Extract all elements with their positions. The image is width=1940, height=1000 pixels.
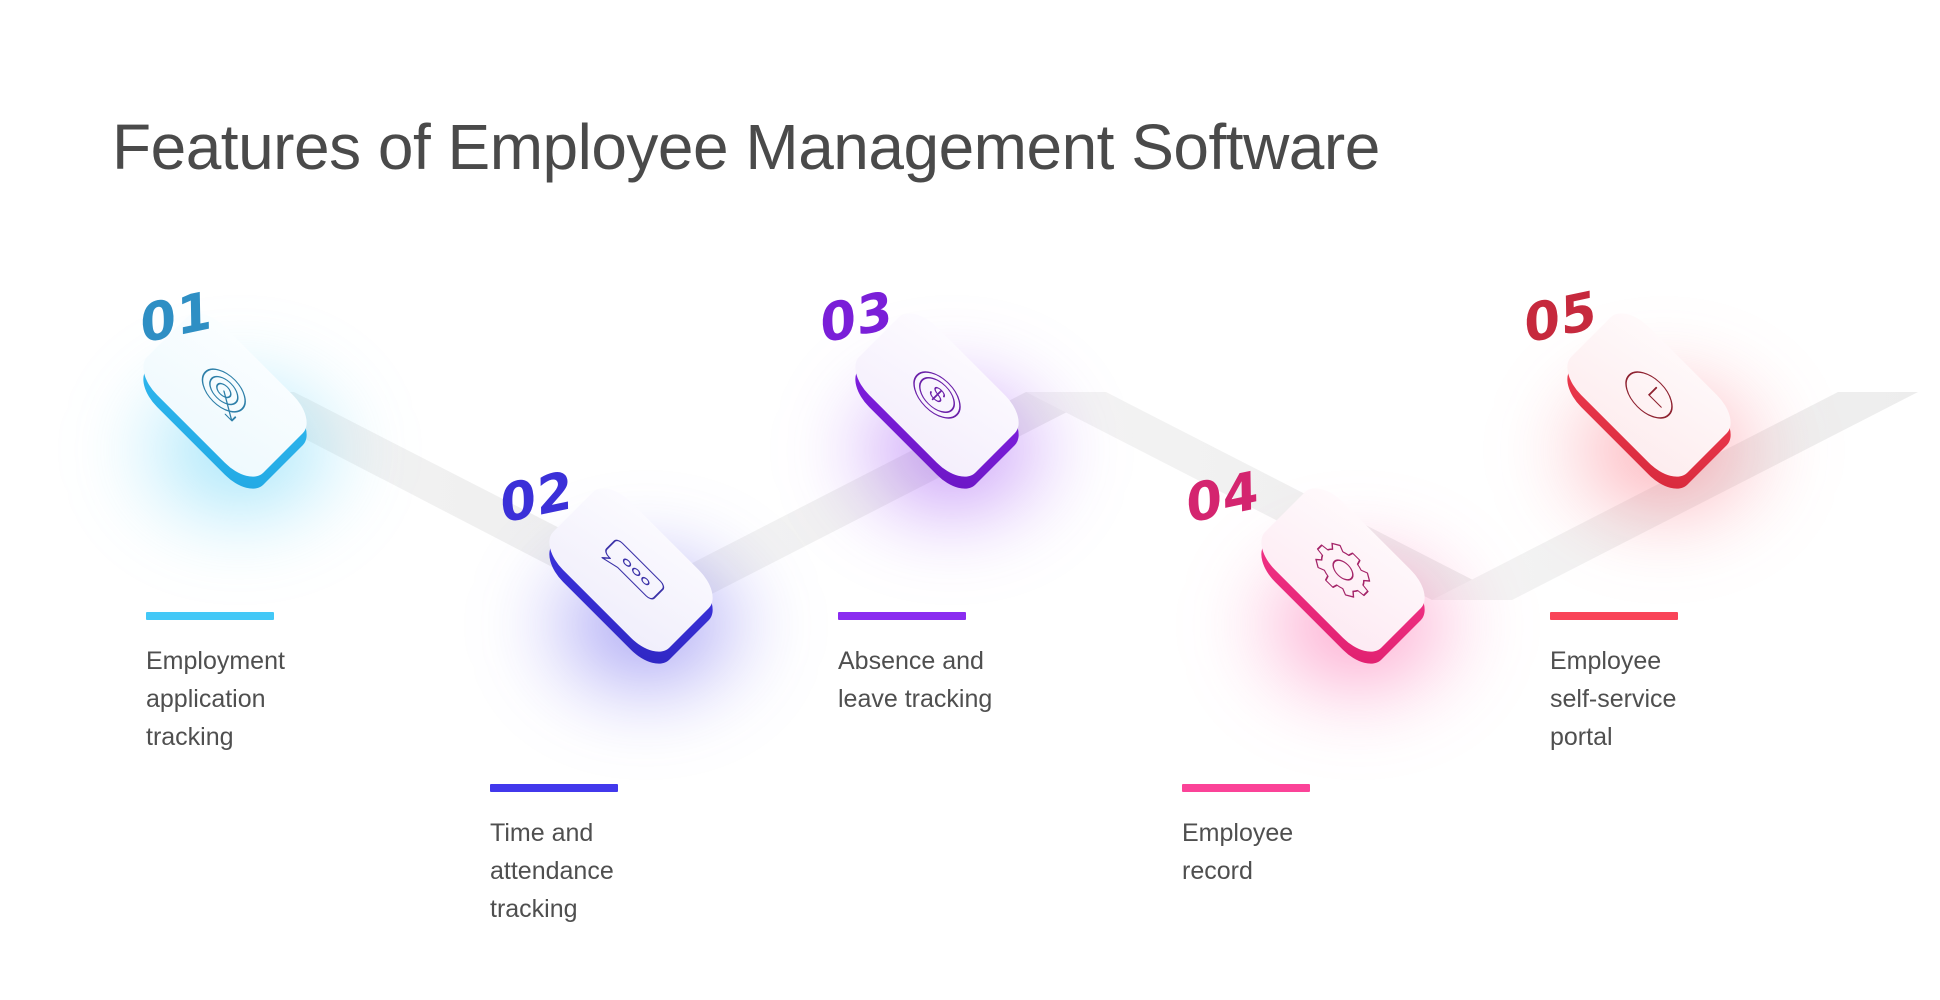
label-text-01: Employment application tracking: [146, 647, 285, 751]
label-block-04: Employee record: [1182, 784, 1412, 890]
label-text-04: Employee record: [1182, 819, 1294, 885]
label-bar-01: [146, 612, 274, 620]
card-04[interactable]: [1228, 455, 1458, 685]
label-text-02: Time and attendance tracking: [490, 819, 614, 923]
label-block-05: Employee self-service portal: [1550, 612, 1780, 756]
label-bar-03: [838, 612, 966, 620]
label-block-01: Employment application tracking: [146, 612, 376, 756]
card-04-face: [1251, 478, 1435, 662]
label-bar-05: [1550, 612, 1678, 620]
label-bar-02: [490, 784, 618, 792]
page-title: Features of Employee Management Software: [112, 111, 1380, 183]
label-text-03: Absence and leave tracking: [838, 647, 993, 713]
label-block-02: Time and attendance tracking: [490, 784, 720, 928]
label-bar-04: [1182, 784, 1310, 792]
label-text-05: Employee self-service portal: [1550, 647, 1677, 751]
label-block-03: Absence and leave tracking: [838, 612, 1068, 718]
